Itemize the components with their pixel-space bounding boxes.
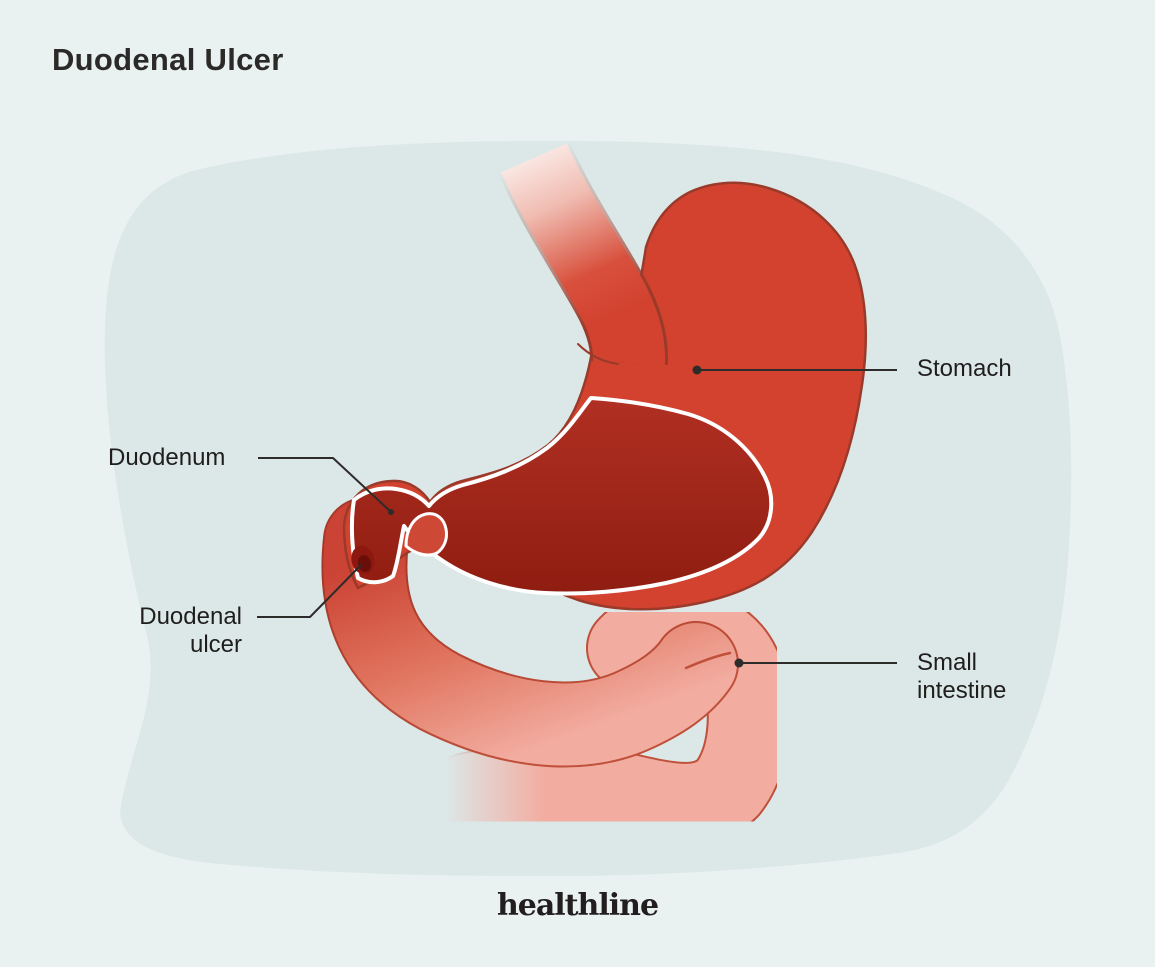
leader-line-duodenal-ulcer xyxy=(257,563,363,618)
stomach-interior-cutaway xyxy=(349,396,774,596)
pyloric-fold xyxy=(404,512,448,557)
cardia-crease xyxy=(577,343,619,365)
leader-lines xyxy=(257,365,897,668)
label-small-intestine: Small intestine xyxy=(917,649,1006,705)
label-duodenal-ulcer: Duodenal ulcer xyxy=(92,603,242,659)
label-duodenum: Duodenum xyxy=(108,444,226,471)
leader-line-duodenum xyxy=(258,457,394,515)
duodenum-shape xyxy=(321,497,739,768)
leader-line-small-intestine xyxy=(734,658,897,668)
label-small-intestine-line2: intestine xyxy=(917,677,1007,704)
label-duodenal-ulcer-line1: Duodenal xyxy=(139,603,242,630)
duodenal-ulcer-spot xyxy=(351,545,375,575)
label-small-intestine-line1: Small xyxy=(917,649,978,676)
label-duodenal-ulcer-line2: ulcer xyxy=(189,631,242,658)
page-title: Duodenal Ulcer xyxy=(52,42,284,77)
esophagus-shape xyxy=(498,141,669,365)
intestine-fold-crease xyxy=(684,651,732,670)
label-stomach: Stomach xyxy=(917,355,1012,382)
leader-line-stomach xyxy=(692,365,897,375)
healthline-logo: healthline xyxy=(496,888,659,923)
